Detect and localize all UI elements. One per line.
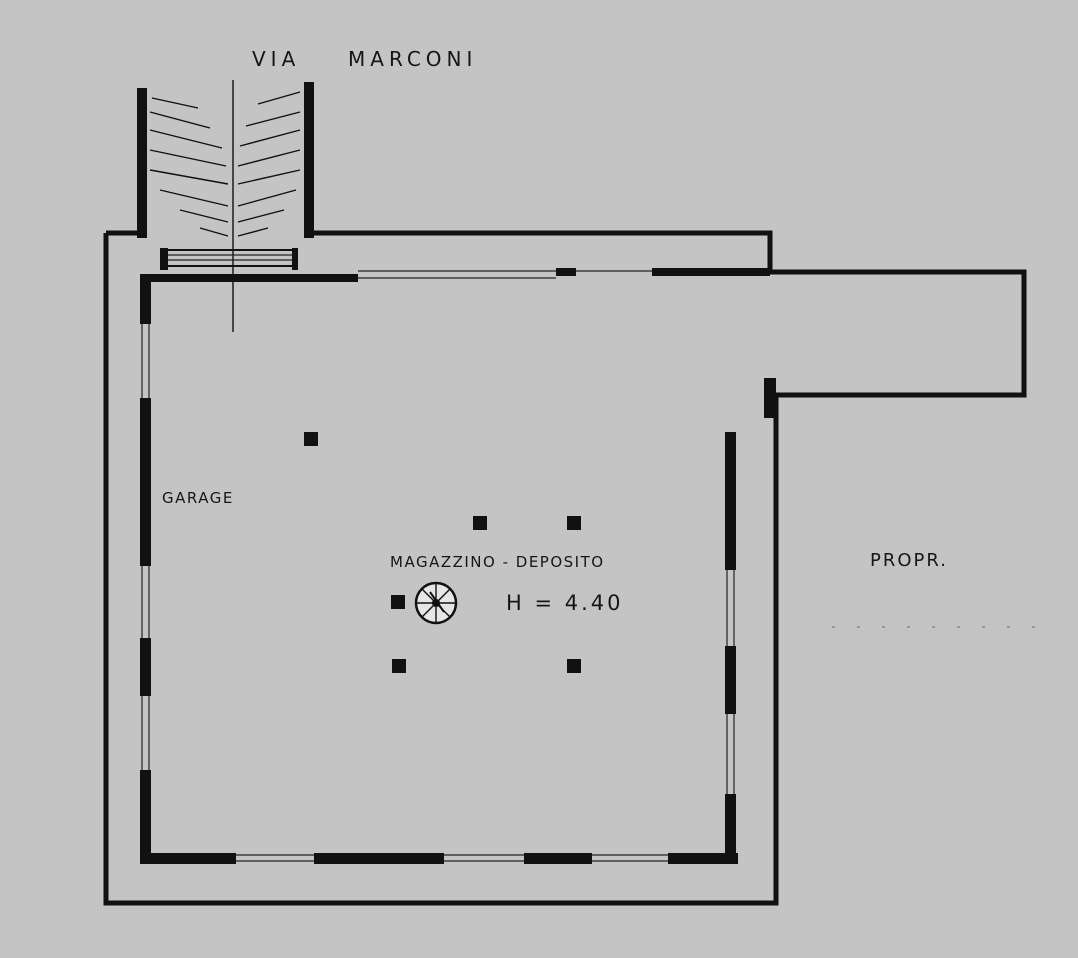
pillar <box>567 516 581 530</box>
room-label: MAGAZZINO - DEPOSITO <box>390 553 605 571</box>
inner-walls <box>140 268 776 864</box>
pillar <box>567 659 581 673</box>
street-label-via: VIA <box>252 47 300 71</box>
pillar <box>392 659 406 673</box>
pillars <box>304 432 581 673</box>
neighbor-property-label: PROPR. <box>870 550 948 571</box>
outer-wall <box>103 230 1027 906</box>
garage-label: GARAGE <box>162 489 234 507</box>
pillar <box>473 516 487 530</box>
ramp-wall-right <box>304 82 314 238</box>
street-label-name: MARCONI <box>348 47 477 71</box>
windows <box>141 270 735 862</box>
pillar <box>304 432 318 446</box>
ramp-wall-left <box>137 88 147 238</box>
ramp-hatching <box>149 91 301 237</box>
ceiling-height-label: H = 4.40 <box>506 591 624 615</box>
entrance-gate <box>160 248 298 270</box>
spiral-staircase-icon <box>414 581 458 625</box>
pillar <box>391 595 405 609</box>
